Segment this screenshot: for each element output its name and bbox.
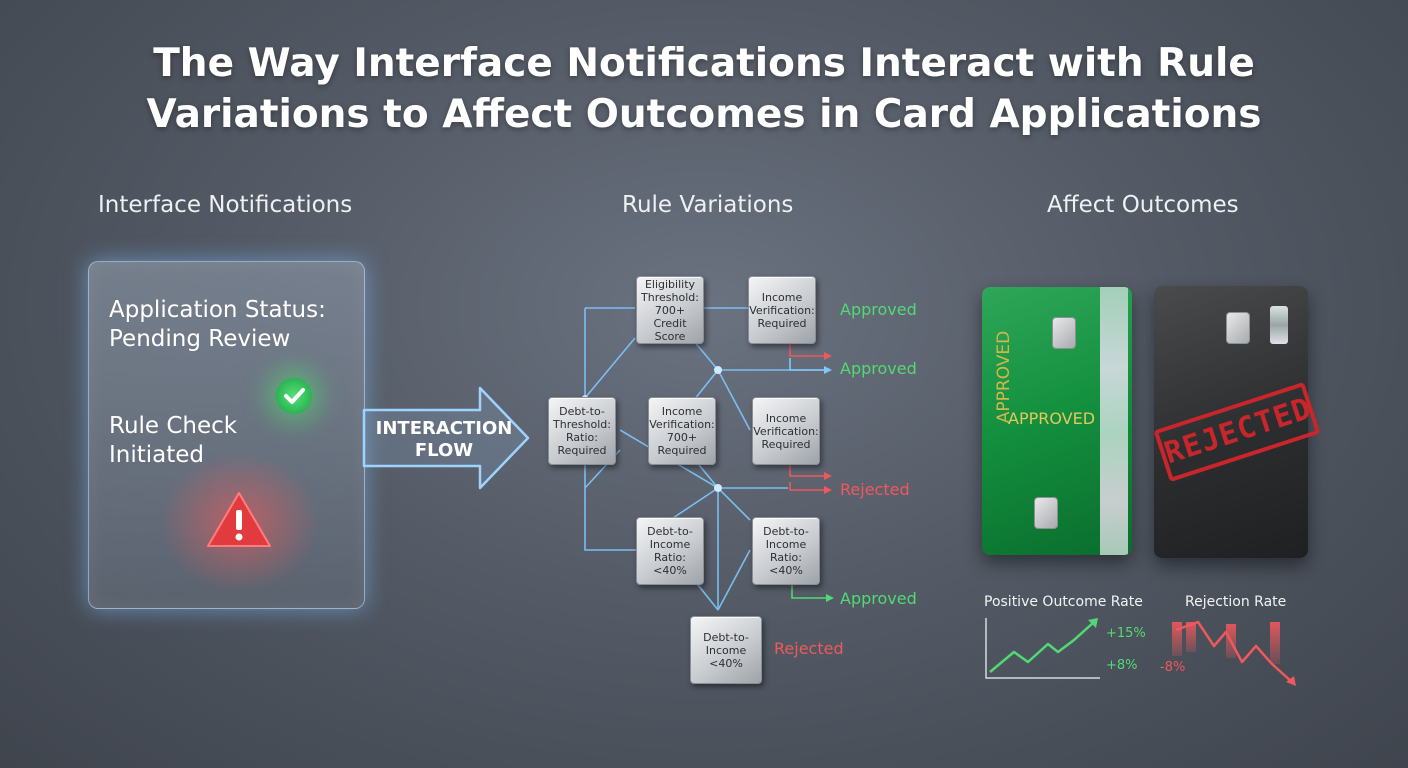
rejection-change: -8% bbox=[1160, 660, 1186, 675]
rule-node-debt-to-income-3: Debt-to-Income <40% bbox=[690, 616, 762, 684]
rejection-rate-label: Rejection Rate bbox=[1185, 594, 1287, 610]
check-icon bbox=[276, 378, 312, 414]
heading-interface-notifications: Interface Notifications bbox=[98, 192, 353, 218]
outcome-label-approved: Approved bbox=[840, 359, 917, 378]
rule-node-debt-to-income-2: Debt-to-Income Ratio: <40% bbox=[752, 517, 820, 585]
heading-rule-variations: Rule Variations bbox=[622, 192, 794, 218]
title-line-2: Variations to Affect Outcomes in Card Ap… bbox=[146, 92, 1262, 137]
rejection-rate-chart bbox=[1172, 620, 1296, 686]
rule-node-debt-to-income: Debt-to-Income Ratio: <40% bbox=[636, 517, 704, 585]
rule-node-debt-threshold: Debt-to-Threshold: Ratio: Required bbox=[548, 397, 616, 465]
rule-check-text: Rule Check Initiated bbox=[109, 413, 238, 468]
interaction-flow-arrow bbox=[362, 386, 530, 490]
hologram-strip bbox=[1100, 287, 1128, 555]
approved-card: APPROVED APPROVED bbox=[982, 287, 1132, 555]
outcome-label-rejected: Rejected bbox=[840, 480, 910, 499]
outcome-label-rejected: Rejected bbox=[774, 639, 844, 658]
card-chip-icon bbox=[1226, 312, 1250, 344]
hologram-sticker bbox=[1270, 306, 1288, 344]
warning-icon bbox=[207, 492, 271, 547]
card-chip-icon bbox=[1034, 497, 1058, 529]
rule-node-income-verification-2: Income Verification: Required bbox=[752, 397, 820, 465]
rule-node-income-verification: Income Verification: Required bbox=[748, 276, 816, 344]
heading-affect-outcomes: Affect Outcomes bbox=[1047, 192, 1239, 218]
positive-change-15: +15% bbox=[1106, 626, 1146, 641]
interaction-flow-label: INTERACTION FLOW bbox=[375, 418, 513, 461]
approved-horizontal-text: APPROVED bbox=[1008, 409, 1096, 428]
card-chip-icon bbox=[1052, 317, 1076, 349]
positive-outcome-rate-label: Positive Outcome Rate bbox=[984, 594, 1143, 610]
title-line-1: The Way Interface Notifications Interact… bbox=[153, 41, 1255, 86]
page-title: The Way Interface Notifications Interact… bbox=[0, 38, 1408, 140]
positive-rate-sparkline bbox=[985, 618, 1100, 679]
outcome-label-approved: Approved bbox=[840, 589, 917, 608]
rule-node-income-verification-700: Income Verification: 700+ Required bbox=[648, 397, 716, 465]
rejected-card bbox=[1154, 286, 1308, 558]
outcome-label-approved: Approved bbox=[840, 300, 917, 319]
positive-change-8: +8% bbox=[1106, 658, 1138, 673]
rule-node-eligibility: Eligibility Threshold: 700+ Credit Score bbox=[636, 276, 704, 344]
application-status-text: Application Status: Pending Review bbox=[109, 297, 326, 352]
